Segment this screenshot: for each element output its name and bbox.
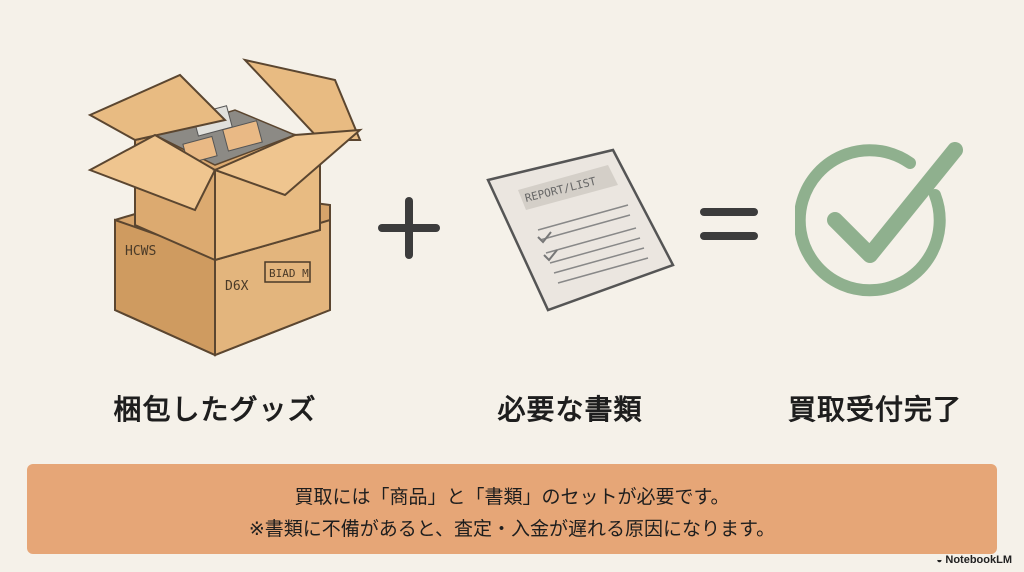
notice-banner: 買取には「商品」と「書類」のセットが必要です。 ※書類に不備があると、査定・入金…	[27, 464, 997, 554]
label-purchase-complete: 買取受付完了	[787, 393, 962, 426]
plus-icon	[378, 197, 440, 259]
equals-icon	[700, 208, 758, 242]
label-packed-goods: 梱包したグッズ	[113, 393, 317, 426]
notice-line-1: 買取には「商品」と「書類」のセットが必要です。	[294, 486, 730, 508]
document-illustration: REPORT/LIST	[478, 145, 678, 320]
brand-label: NotebookLM	[945, 554, 1012, 566]
notice-line-2: ※書類に不備があると、査定・入金が遅れる原因になります。	[248, 518, 776, 540]
notebooklm-logo-icon: ◒	[936, 554, 943, 566]
notebooklm-watermark: ◒ NotebookLM	[936, 554, 1012, 566]
svg-text:BIAD M: BIAD M	[269, 267, 309, 280]
label-required-documents: 必要な書類	[497, 393, 643, 426]
svg-text:HCWS: HCWS	[125, 244, 156, 259]
svg-text:D6X: D6X	[225, 279, 249, 294]
packed-boxes-illustration: HCWS D6X BIAD M	[85, 40, 375, 360]
checkmark-circle-icon	[793, 135, 970, 305]
